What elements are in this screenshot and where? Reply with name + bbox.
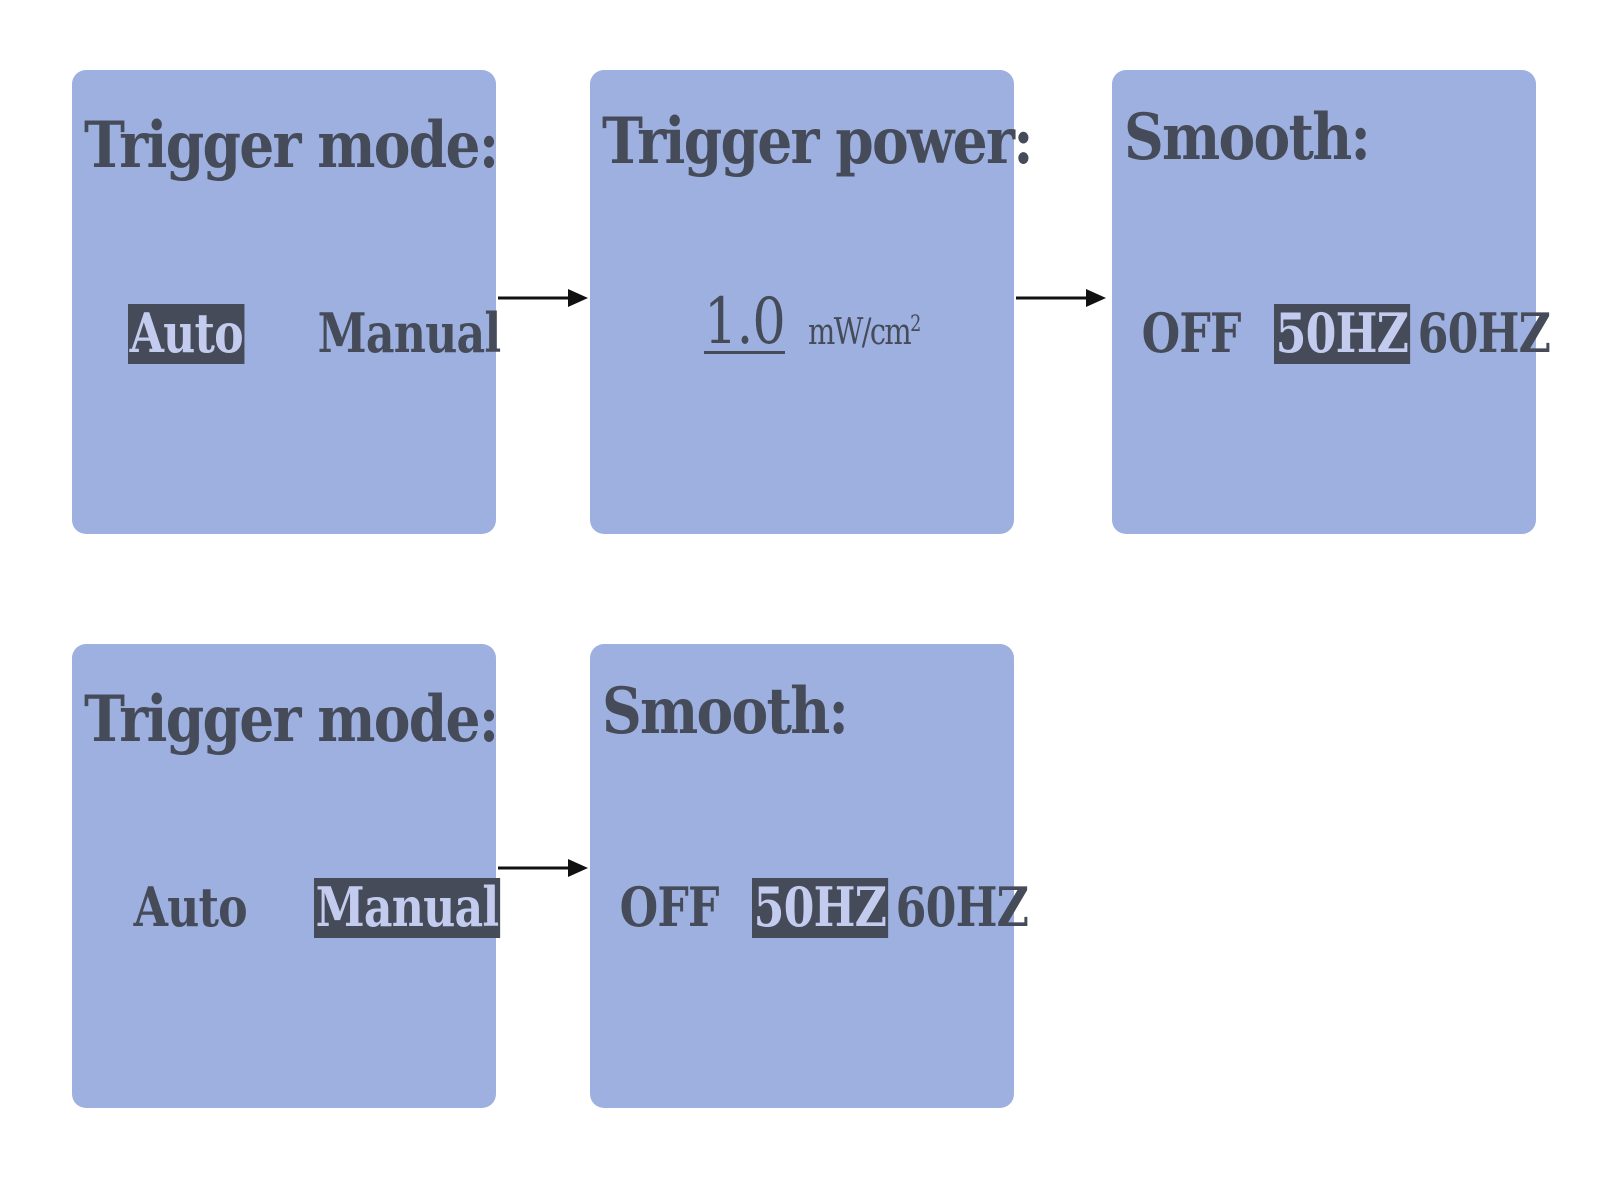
option-auto: Auto (128, 301, 245, 365)
option-50hz: 50HZ (752, 875, 888, 939)
arrow-icon (498, 289, 588, 307)
smooth-screen-2: Smooth: OFF 50HZ 60HZ (590, 644, 1029, 1108)
screen-title: Trigger mode: (84, 682, 499, 757)
option-50hz: 50HZ (1274, 301, 1410, 365)
option-60hz: 60HZ (895, 875, 1029, 939)
trigger-mode-screen-2: Trigger mode: Auto Manual (72, 644, 500, 1108)
option-off: OFF (619, 875, 720, 939)
option-auto: Auto (133, 875, 248, 939)
option-manual: Manual (314, 875, 500, 939)
screen-title: Smooth: (1124, 100, 1371, 175)
power-value: 1.0 (704, 285, 786, 359)
arrow-icon (1016, 289, 1106, 307)
smooth-screen-1: Smooth: OFF 50HZ 60HZ (1112, 70, 1551, 534)
option-60hz: 60HZ (1417, 301, 1551, 365)
option-manual: Manual (317, 301, 502, 365)
arrow-icon (498, 859, 588, 877)
power-unit: mW/cm2 (808, 312, 921, 353)
screen-title: Smooth: (602, 674, 849, 749)
trigger-mode-screen-1: Trigger mode: Auto Manual (72, 70, 501, 534)
trigger-power-screen: Trigger power: 1.0 mW/cm2 (590, 70, 1034, 534)
option-off: OFF (1141, 301, 1242, 365)
screen-title: Trigger mode: (84, 108, 499, 183)
screen-title: Trigger power: (602, 104, 1034, 179)
